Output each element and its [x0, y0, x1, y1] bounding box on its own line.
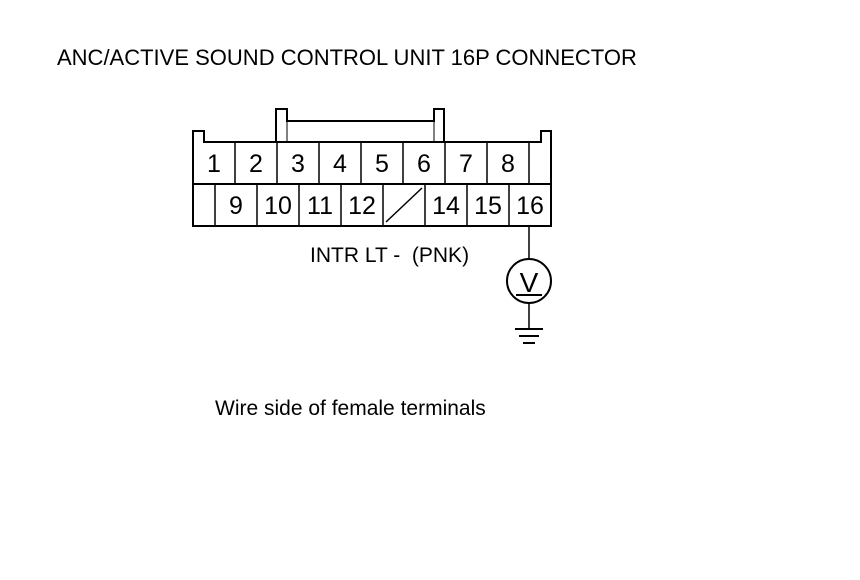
connector-latch	[275, 108, 445, 142]
bottom-row-dividers	[214, 184, 510, 226]
pin-16: 16	[516, 192, 544, 220]
connector-outline	[192, 130, 552, 227]
pin-15: 15	[474, 192, 502, 220]
diagram-title: ANC/ACTIVE SOUND CONTROL UNIT 16P CONNEC…	[57, 45, 637, 70]
pin-11: 11	[307, 192, 333, 220]
voltmeter-symbol: V	[520, 267, 539, 298]
pin-8: 8	[501, 150, 515, 178]
ground-icon	[515, 328, 543, 344]
view-caption: Wire side of female terminals	[215, 397, 486, 420]
wire-label: INTR LT - (PNK)	[310, 244, 470, 267]
pin-5: 5	[375, 150, 389, 178]
unused-cavity-slash	[385, 187, 423, 223]
pin-7: 7	[459, 150, 473, 178]
pin-4: 4	[333, 150, 347, 178]
pin-3: 3	[291, 150, 305, 178]
pin-12: 12	[348, 192, 376, 220]
pin-14: 14	[432, 192, 460, 220]
pin-6: 6	[417, 150, 431, 178]
pin-2: 2	[249, 150, 263, 178]
pin-1: 1	[207, 150, 221, 178]
pin-10: 10	[264, 192, 292, 220]
pin-9: 9	[229, 192, 243, 220]
top-row-dividers	[234, 142, 530, 184]
